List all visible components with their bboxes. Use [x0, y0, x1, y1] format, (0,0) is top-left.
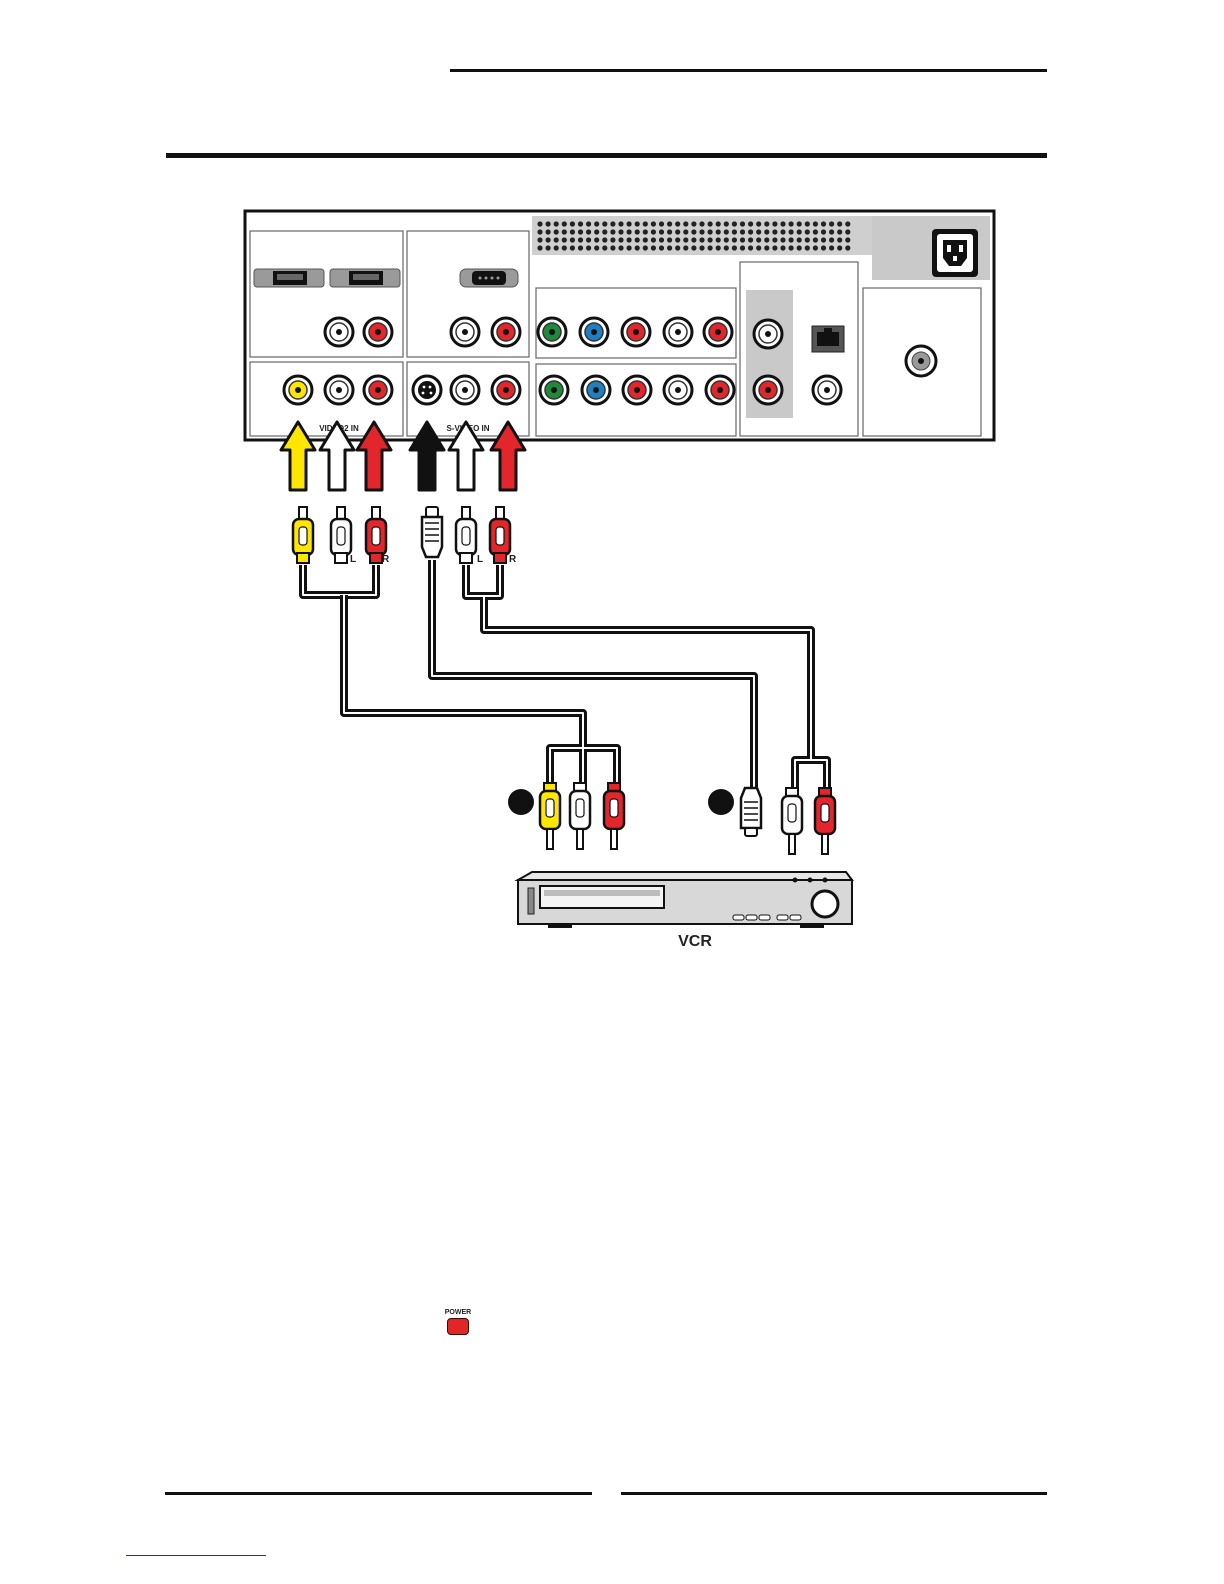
rca-plug-icon	[815, 788, 835, 854]
rca-jack-icon	[325, 376, 353, 404]
option-2-marker	[708, 789, 734, 815]
right-label-svideo: R	[509, 554, 517, 565]
vga-port-icon	[460, 269, 518, 287]
rca-jack-icon	[706, 376, 734, 404]
rca-jack-icon	[580, 318, 608, 346]
power-socket-icon	[932, 229, 978, 277]
rca-jack-icon	[622, 318, 650, 346]
vcr-connection-diagram: VIDEO2 IN S-VIDEO IN L R L R VCR	[0, 0, 1224, 1000]
rca-jack-icon	[813, 376, 841, 404]
svideo-jack-icon	[413, 376, 441, 404]
rca-jack-icon	[754, 320, 782, 348]
power-button-graphic: POWER	[440, 1309, 476, 1335]
svideo-plug-icon	[422, 507, 442, 557]
rca-jack-icon	[538, 318, 566, 346]
rca-jack-icon	[364, 376, 392, 404]
ethernet-port-icon	[812, 326, 844, 352]
rca-jack-icon	[704, 318, 732, 346]
rca-jack-icon	[284, 376, 312, 404]
hdmi-port-icon	[254, 269, 324, 287]
cables	[303, 560, 827, 788]
rca-plug-icon	[293, 507, 313, 563]
footer-rule-right	[621, 1492, 1047, 1495]
vcr-label: VCR	[678, 933, 712, 950]
rca-jack-icon	[364, 318, 392, 346]
rca-jack-icon	[623, 376, 651, 404]
rca-jack-icon	[492, 376, 520, 404]
rca-jack-icon	[664, 376, 692, 404]
vcr-icon	[518, 872, 852, 928]
rca-plug-icon	[490, 507, 510, 563]
power-button-icon	[447, 1318, 469, 1335]
footer-rule-left	[165, 1492, 592, 1495]
power-label: POWER	[440, 1309, 476, 1316]
rca-jack-icon	[325, 318, 353, 346]
rca-plug-icon	[782, 788, 802, 854]
rca-jack-icon	[754, 376, 782, 404]
left-label-video2: L	[350, 554, 356, 565]
rca-jack-icon	[492, 318, 520, 346]
footer-link-underline	[126, 1555, 266, 1556]
rca-jack-icon	[664, 318, 692, 346]
coax-port-icon	[906, 346, 936, 376]
svideo-plug-icon	[741, 788, 761, 836]
right-label-video2: R	[382, 554, 390, 565]
rca-jack-icon	[540, 376, 568, 404]
rca-plug-icon	[456, 507, 476, 563]
rca-jack-icon	[451, 376, 479, 404]
hdmi-port-icon	[330, 269, 400, 287]
left-label-svideo: L	[477, 554, 483, 565]
rca-jack-icon	[582, 376, 610, 404]
rca-plug-icon	[540, 783, 560, 849]
rca-plug-icon	[604, 783, 624, 849]
rca-plug-icon	[331, 507, 351, 563]
option-1-marker	[508, 789, 534, 815]
rca-jack-icon	[451, 318, 479, 346]
tv-back-panel: VIDEO2 IN S-VIDEO IN	[245, 211, 994, 440]
rca-plug-icon	[570, 783, 590, 849]
